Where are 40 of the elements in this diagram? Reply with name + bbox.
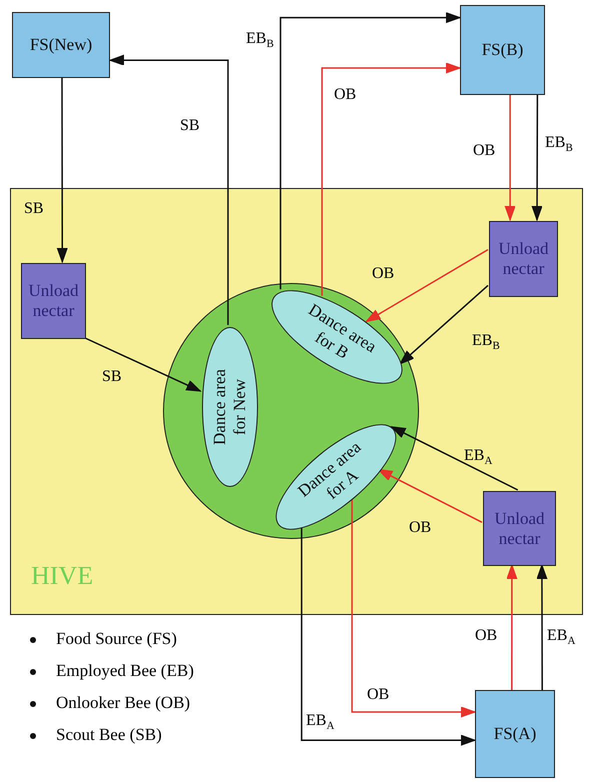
arrow <box>280 12 460 290</box>
legend-text: Scout Bee (SB) <box>55 726 163 744</box>
arrow <box>378 468 482 523</box>
edge-label: SB <box>23 200 45 218</box>
food-source-box: FS(New) <box>12 12 110 78</box>
edge-label: EB$_{A}$ <box>305 712 336 734</box>
edge-label: OB <box>333 86 358 104</box>
arrow <box>56 78 68 262</box>
arrow <box>84 337 201 392</box>
arrow <box>391 426 518 491</box>
edge-label: EB$_{A}$ <box>546 627 576 650</box>
food-source-box: FS(B) <box>460 5 545 95</box>
edge-label: SB <box>101 368 123 386</box>
legend-text: Employed Bee (EB) <box>55 662 195 680</box>
edge-label: EB$_{B}$ <box>544 134 574 156</box>
edge-label: SB <box>179 117 201 135</box>
legend-text: Food Source (FS) <box>55 630 178 648</box>
edge-label: EB$_{A}$ <box>463 447 494 470</box>
dance-area-ellipse: Dance area for New <box>202 327 258 487</box>
unload-box: Unload nectar <box>483 491 556 566</box>
edge-label: OB <box>472 142 496 160</box>
edge-label: OB <box>474 627 498 645</box>
unload-box: Unload nectar <box>21 263 86 339</box>
arrow <box>110 54 229 325</box>
arrow <box>300 526 476 746</box>
arrow <box>536 564 548 690</box>
arrow <box>400 284 488 364</box>
edge-label: EB$_{B}$ <box>245 30 275 52</box>
arrow <box>321 62 460 296</box>
arrow <box>366 248 488 322</box>
arrow <box>532 95 543 220</box>
legend-text: Onlooker Bee (OB) <box>55 694 192 712</box>
hive-label: HIVE <box>31 561 94 591</box>
arrow <box>504 95 516 220</box>
edge-label: OB <box>366 686 390 704</box>
arrow <box>506 564 518 690</box>
food-source-box: FS(A) <box>475 690 555 778</box>
unload-box: Unload nectar <box>489 221 558 297</box>
hive-area <box>10 188 583 615</box>
edge-label: EB$_{B}$ <box>471 332 501 354</box>
